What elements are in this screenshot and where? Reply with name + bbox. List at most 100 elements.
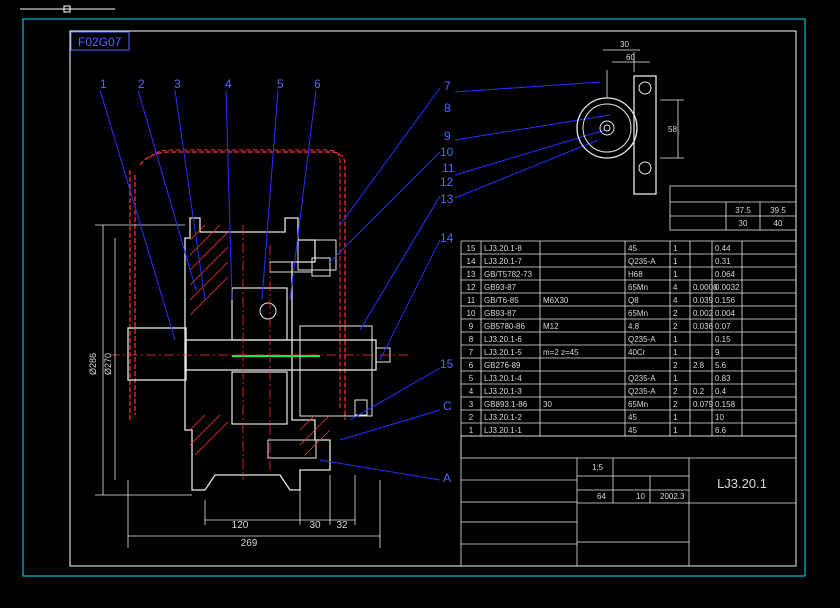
parts-cell-qty: 1 bbox=[673, 335, 678, 344]
parts-cell-w2: 0.31 bbox=[715, 257, 731, 266]
bracket-dim-h: 58 bbox=[668, 125, 677, 134]
parts-cell-w2: 0.064 bbox=[715, 270, 736, 279]
bracket-dim-w: 30 bbox=[620, 40, 629, 49]
housing-outline bbox=[129, 151, 346, 420]
parts-cell-code: LJ3.20.1-8 bbox=[484, 244, 522, 253]
bearing-lower bbox=[231, 371, 288, 425]
parts-cell-w2: 6.6 bbox=[715, 426, 727, 435]
parts-cell-material: Q235-A bbox=[628, 387, 656, 396]
dim-height-left2: Ø270 bbox=[103, 353, 113, 375]
parts-cell-qty: 1 bbox=[673, 257, 678, 266]
parts-cell-qty: 2 bbox=[673, 322, 678, 331]
parts-cell-code: LJ3.20.1-3 bbox=[484, 387, 522, 396]
title-value-a: 64 bbox=[597, 492, 606, 501]
leader-lines bbox=[99, 81, 611, 481]
bearing-upper bbox=[231, 287, 288, 341]
balloon-2: 2 bbox=[138, 77, 145, 91]
parts-cell-code: GB/T6-85 bbox=[484, 296, 519, 305]
gear-body bbox=[184, 217, 331, 491]
cad-cursor-box[interactable] bbox=[63, 5, 71, 13]
title-drawing-no: LJ3.20.1 bbox=[717, 476, 767, 491]
parts-cell-code: GB/T5782-73 bbox=[484, 270, 533, 279]
parts-cell-w2: 5.6 bbox=[715, 361, 727, 370]
parts-cell-code: LJ3.20.1-5 bbox=[484, 348, 522, 357]
parts-cell-material: 65Mn bbox=[628, 400, 648, 409]
parts-cell-material: Q235-A bbox=[628, 257, 656, 266]
parts-cell-no: 1 bbox=[469, 426, 474, 435]
spec-r3-c3: 40 bbox=[774, 219, 783, 228]
title-scale: 1:5 bbox=[592, 463, 604, 472]
parts-cell-w2: 0.15 bbox=[715, 335, 731, 344]
parts-cell-qty: 4 bbox=[673, 283, 678, 292]
balloon-labels: 1 2 3 4 5 6 7 8 9 10 11 12 13 14 15 C A bbox=[100, 77, 455, 485]
parts-cell-w2: 0.44 bbox=[715, 244, 731, 253]
parts-cell-qty: 2 bbox=[673, 400, 678, 409]
parts-cell-qty: 1 bbox=[673, 270, 678, 279]
parts-cell-no: 8 bbox=[469, 335, 474, 344]
parts-cell-no: 7 bbox=[469, 348, 474, 357]
parts-cell-material: Q8 bbox=[628, 296, 639, 305]
section-hatch bbox=[189, 224, 331, 456]
parts-cell-no: 6 bbox=[469, 361, 474, 370]
parts-cell-w1: 2.8 bbox=[693, 361, 705, 370]
parts-cell-no: 13 bbox=[467, 270, 476, 279]
parts-cell-material: 45 bbox=[628, 244, 637, 253]
parts-cell-no: 4 bbox=[469, 387, 474, 396]
parts-cell-code: LJ3.20.1-7 bbox=[484, 257, 522, 266]
parts-cell-w2: 0.156 bbox=[715, 296, 736, 305]
parts-cell-material: Q235-A bbox=[628, 335, 656, 344]
balloon-9: 9 bbox=[444, 129, 451, 143]
parts-cell-w2: 10 bbox=[715, 413, 724, 422]
balloon-15: 15 bbox=[440, 357, 454, 371]
parts-cell-no: 12 bbox=[467, 283, 476, 292]
parts-cell-material: 45 bbox=[628, 413, 637, 422]
balloon-14: 14 bbox=[440, 231, 454, 245]
bracket-dim-w2: 60 bbox=[626, 53, 635, 62]
balloon-12: 12 bbox=[440, 175, 454, 189]
balloon-5: 5 bbox=[277, 77, 284, 91]
parts-cell-material: 40Cr bbox=[628, 348, 646, 357]
parts-cell-no: 3 bbox=[469, 400, 474, 409]
parts-cell-no: 9 bbox=[469, 322, 474, 331]
balloon-4: 4 bbox=[225, 77, 232, 91]
parts-cell-material: 45 bbox=[628, 426, 637, 435]
parts-cell-qty: 1 bbox=[673, 426, 678, 435]
balloon-10: 10 bbox=[440, 145, 454, 159]
dim-d1: 120 bbox=[232, 520, 249, 531]
balloon-11: 11 bbox=[442, 161, 455, 175]
parts-cell-no: 15 bbox=[467, 244, 476, 253]
spec-r2-c2: 37.5 bbox=[735, 206, 751, 215]
parts-cell-w2: 0.004 bbox=[715, 309, 736, 318]
parts-cell-w1: 0.079 bbox=[693, 400, 714, 409]
balloon-8: 8 bbox=[444, 101, 451, 115]
balloon-6: 6 bbox=[314, 77, 321, 91]
balloon-1: 1 bbox=[100, 77, 107, 91]
parts-cell-name: 30 bbox=[543, 400, 552, 409]
balloon-3: 3 bbox=[174, 77, 181, 91]
parts-cell-code: GB276-89 bbox=[484, 361, 521, 370]
assembly-view: 269 120 30 32 Ø286 Ø270 bbox=[88, 81, 611, 549]
parts-cell-code: LJ3.20.1-4 bbox=[484, 374, 522, 383]
parts-cell-code: LJ3.20.1-6 bbox=[484, 335, 522, 344]
parts-cell-code: GB93-87 bbox=[484, 283, 517, 292]
parts-cell-w1: 0.002 bbox=[693, 309, 714, 318]
parts-cell-no: 5 bbox=[469, 374, 474, 383]
parts-cell-material: 65Mn bbox=[628, 309, 648, 318]
parts-cell-name: M6X30 bbox=[543, 296, 569, 305]
parts-cell-material: 4.8 bbox=[628, 322, 640, 331]
balloon-13: 13 bbox=[440, 192, 454, 206]
inner-frame bbox=[69, 30, 797, 567]
parts-cell-w2: 0.07 bbox=[715, 322, 731, 331]
parts-cell-no: 14 bbox=[467, 257, 476, 266]
balloon-7: 7 bbox=[444, 79, 451, 93]
sheet-code: F02G07 bbox=[78, 35, 122, 49]
parts-cell-code: LJ3.20.1-2 bbox=[484, 413, 522, 422]
parts-cell-w1: 0.0008 bbox=[693, 283, 718, 292]
balloon-c: C bbox=[443, 399, 452, 413]
parts-cell-code: GB5780-86 bbox=[484, 322, 525, 331]
parts-cell-name: M12 bbox=[543, 322, 559, 331]
shaft-left bbox=[127, 327, 187, 381]
parts-cell-w2: 0.83 bbox=[715, 374, 731, 383]
